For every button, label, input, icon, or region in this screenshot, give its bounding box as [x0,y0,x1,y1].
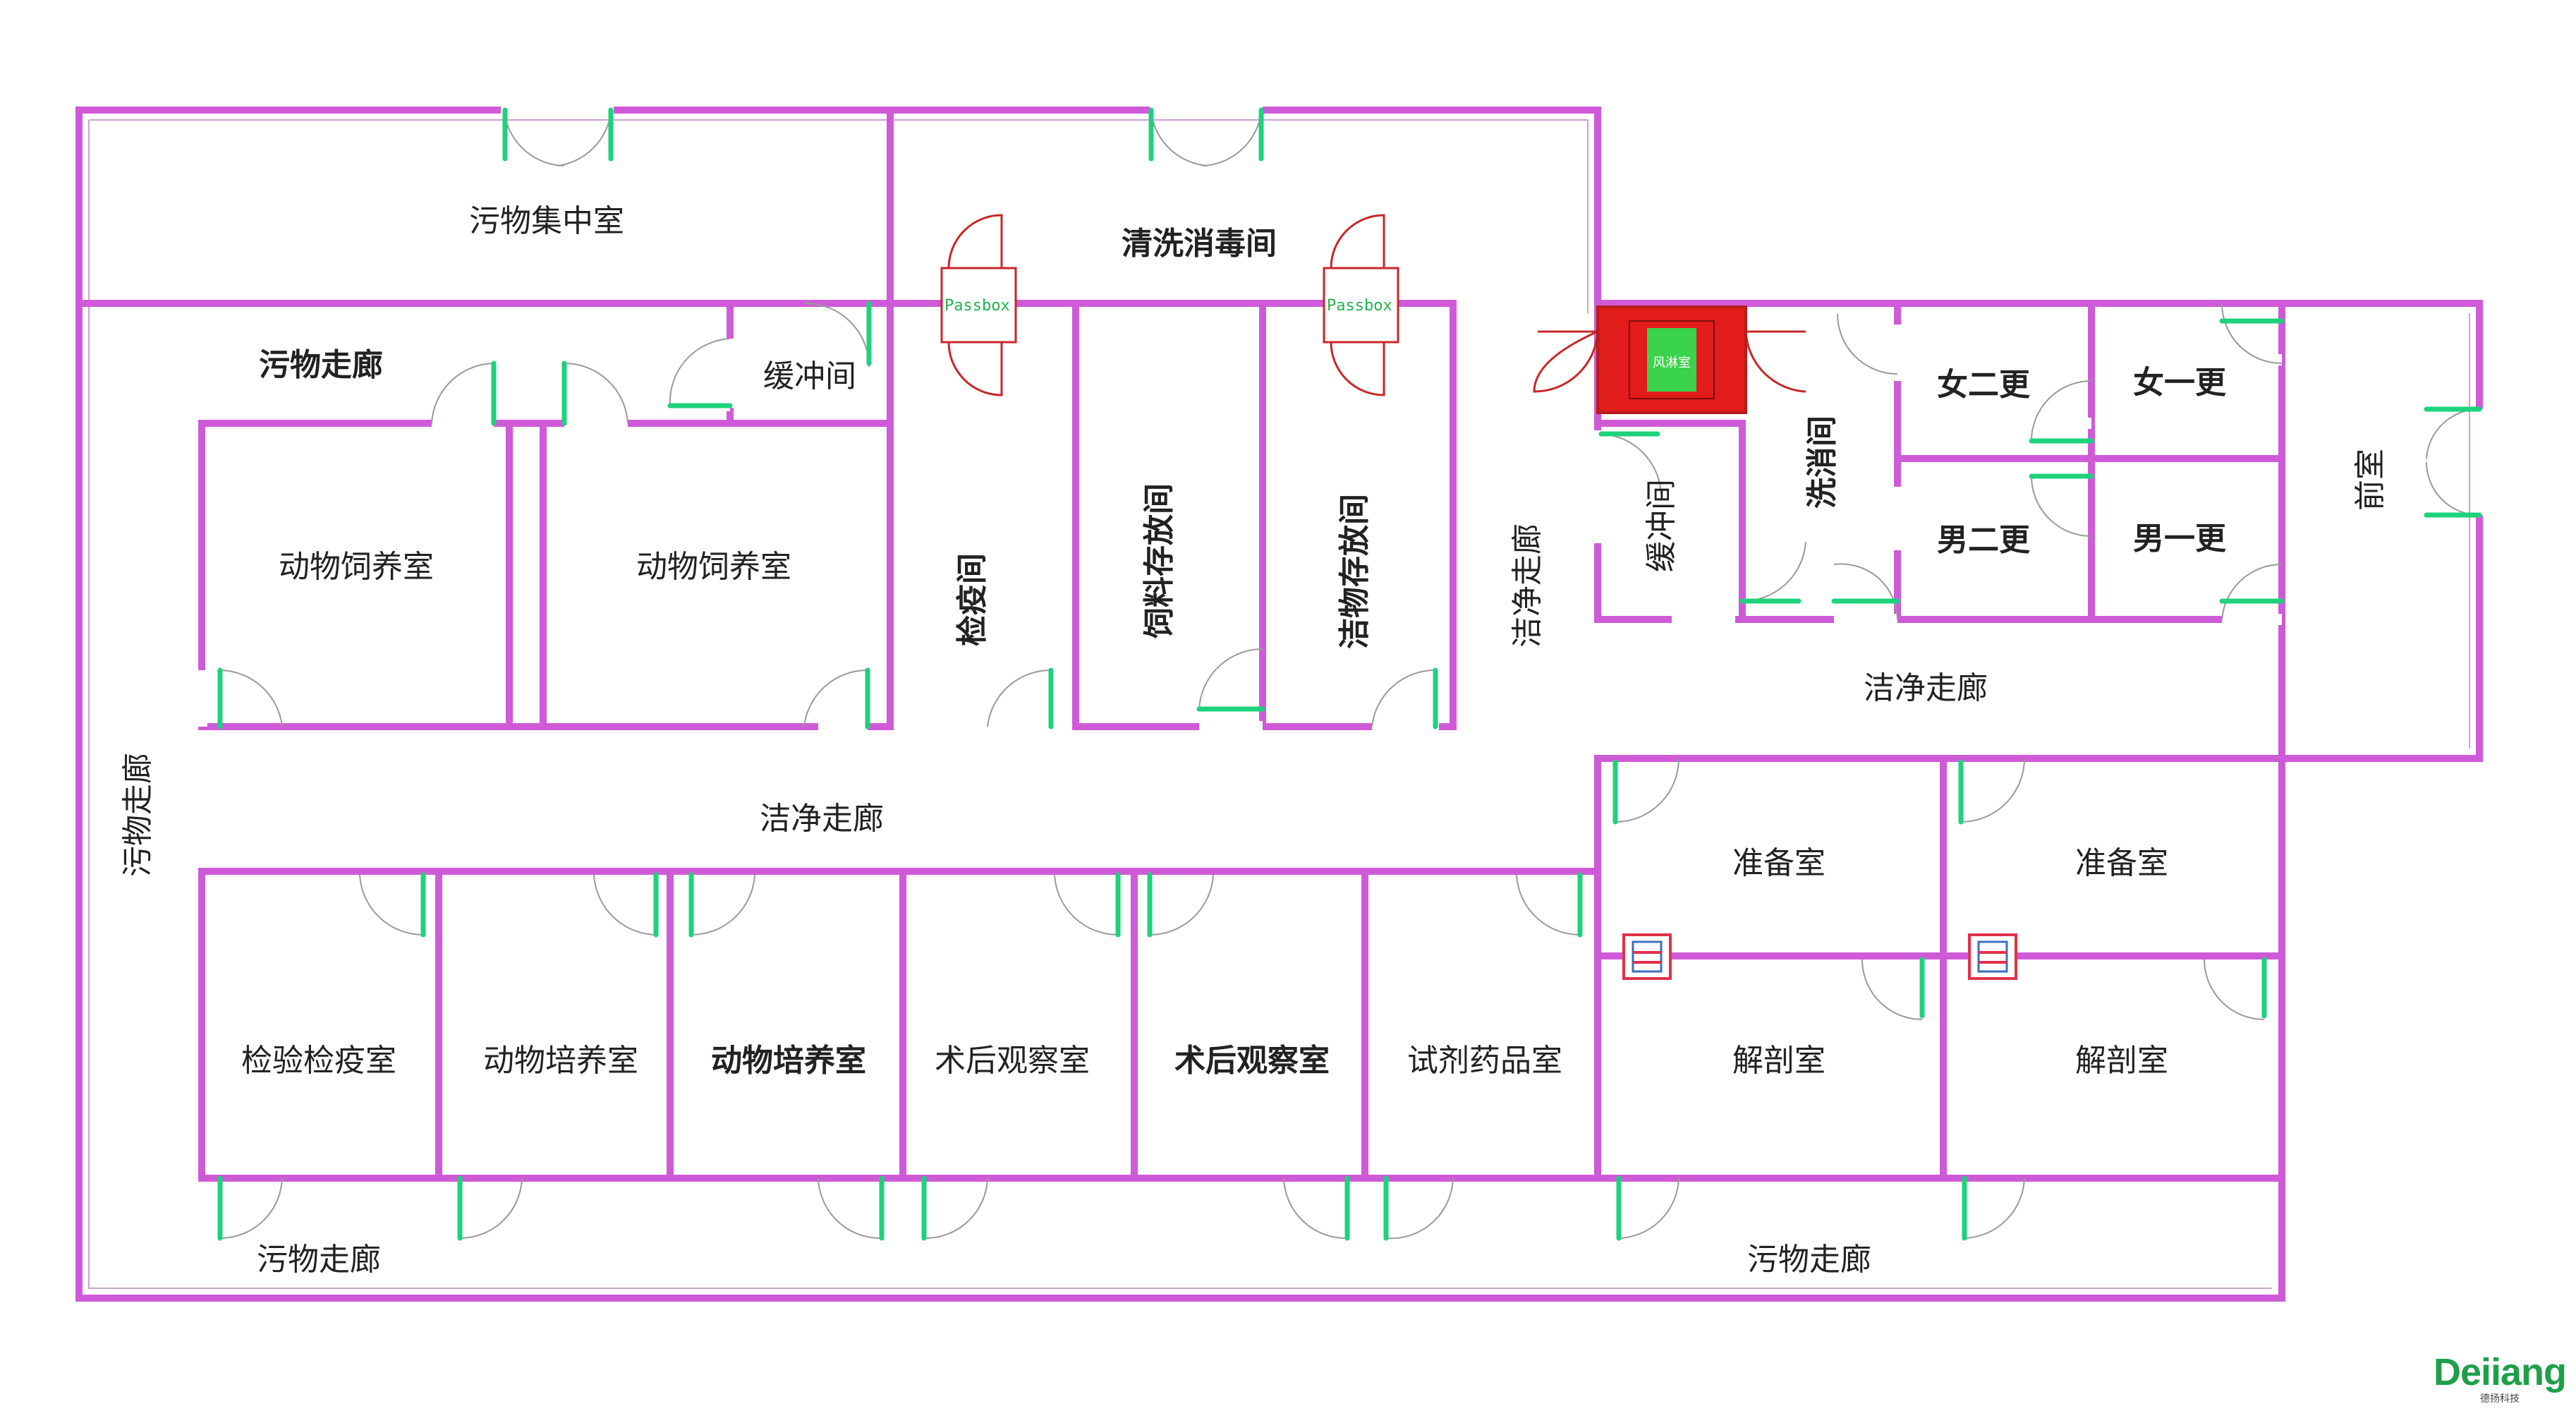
doors [217,107,2482,1241]
equipment-icon-2 [1968,933,2017,980]
room-inspection: 检验检疫室 [241,1043,396,1079]
room-clean-corridor-main: 洁净走廊 [760,801,884,837]
room-female-1: 女一更 [2133,365,2227,401]
equipment-icons [1622,933,2017,980]
room-dirty-corridor-bottom-1: 污物走廊 [257,1242,381,1278]
pass-box-right-label: Passbox [1327,297,1392,315]
door-top-storage [987,648,1438,729]
walls [75,104,2485,1302]
room-male-2: 男二更 [1937,522,2031,558]
room-prep-1: 准备室 [1732,845,1825,881]
logo-wordmark: Deiiang [2433,1351,2567,1393]
pass-boxes: Passbox Passbox [940,214,1399,396]
pass-box-left-label: Passbox [944,297,1010,315]
pass-box-left: Passbox [940,214,1017,396]
logo-subtitle: 德扬科技 [2479,1393,2520,1404]
door-changing-block [1598,303,2482,620]
room-reagent: 试剂药品室 [1407,1043,1562,1079]
room-animal-culture-2: 动物培养室 [711,1043,866,1079]
wall-lower-block [198,755,2285,1182]
air-shower: 风淋室 [1533,305,1806,414]
room-male-1: 男一更 [2133,521,2227,557]
door-buffer-1 [667,301,872,408]
air-shower-label: 风淋室 [1653,356,1691,370]
room-wash-room: 洗消间 [1804,416,1840,509]
room-prep-2: 准备室 [2075,845,2168,881]
room-animal-feeding-1: 动物饲养室 [279,549,434,585]
room-labels: 污物集中室 清洗消毒间 污物走廊 缓冲间 动物饲养室 动物饲养室 检疫间 饲料存… [120,203,2388,1278]
room-wash-disinfect: 清洗消毒间 [1122,226,1277,262]
room-quarantine: 检疫间 [954,553,990,646]
room-female-2: 女二更 [1937,367,2031,403]
room-buffer-1: 缓冲间 [763,358,856,394]
door-wash-disinfect [1148,107,1264,166]
room-clean-corridor-right: 洁净走廊 [1864,670,1988,706]
room-dirty-corridor-bottom-2: 污物走廊 [1747,1242,1871,1278]
room-clean-storage: 洁物存放间 [1337,494,1373,649]
room-dirty-collection: 污物集中室 [469,203,624,239]
room-animal-feeding-2: 动物饲养室 [636,549,791,585]
room-dirty-corridor-top: 污物走廊 [259,347,383,383]
room-post-op-1: 术后观察室 [935,1043,1090,1079]
room-dissection-2: 解剖室 [2075,1043,2168,1079]
room-clean-corridor-vertical: 洁净走廊 [1509,523,1545,648]
room-front-room: 前室 [2352,449,2388,511]
company-logo: Deiiang 德扬科技 [2433,1351,2567,1405]
room-animal-culture-1: 动物培养室 [483,1043,638,1079]
door-feeding-rooms [217,361,870,729]
pass-box-right: Passbox [1323,214,1399,396]
door-dirty-collection [502,107,614,166]
room-feed-storage: 饲料存放间 [1141,483,1177,638]
outer-wall [75,107,2483,1302]
equipment-icon-1 [1622,933,1672,980]
room-buffer-2: 缓冲间 [1644,479,1679,572]
door-lower-rooms [359,758,2267,1020]
wall-top-row [75,107,1457,730]
room-post-op-2: 术后观察室 [1174,1043,1330,1079]
room-dissection-1: 解剖室 [1732,1043,1825,1079]
room-dirty-corridor-left: 污物走廊 [120,753,156,877]
door-dirty-corridor [217,1175,2025,1241]
